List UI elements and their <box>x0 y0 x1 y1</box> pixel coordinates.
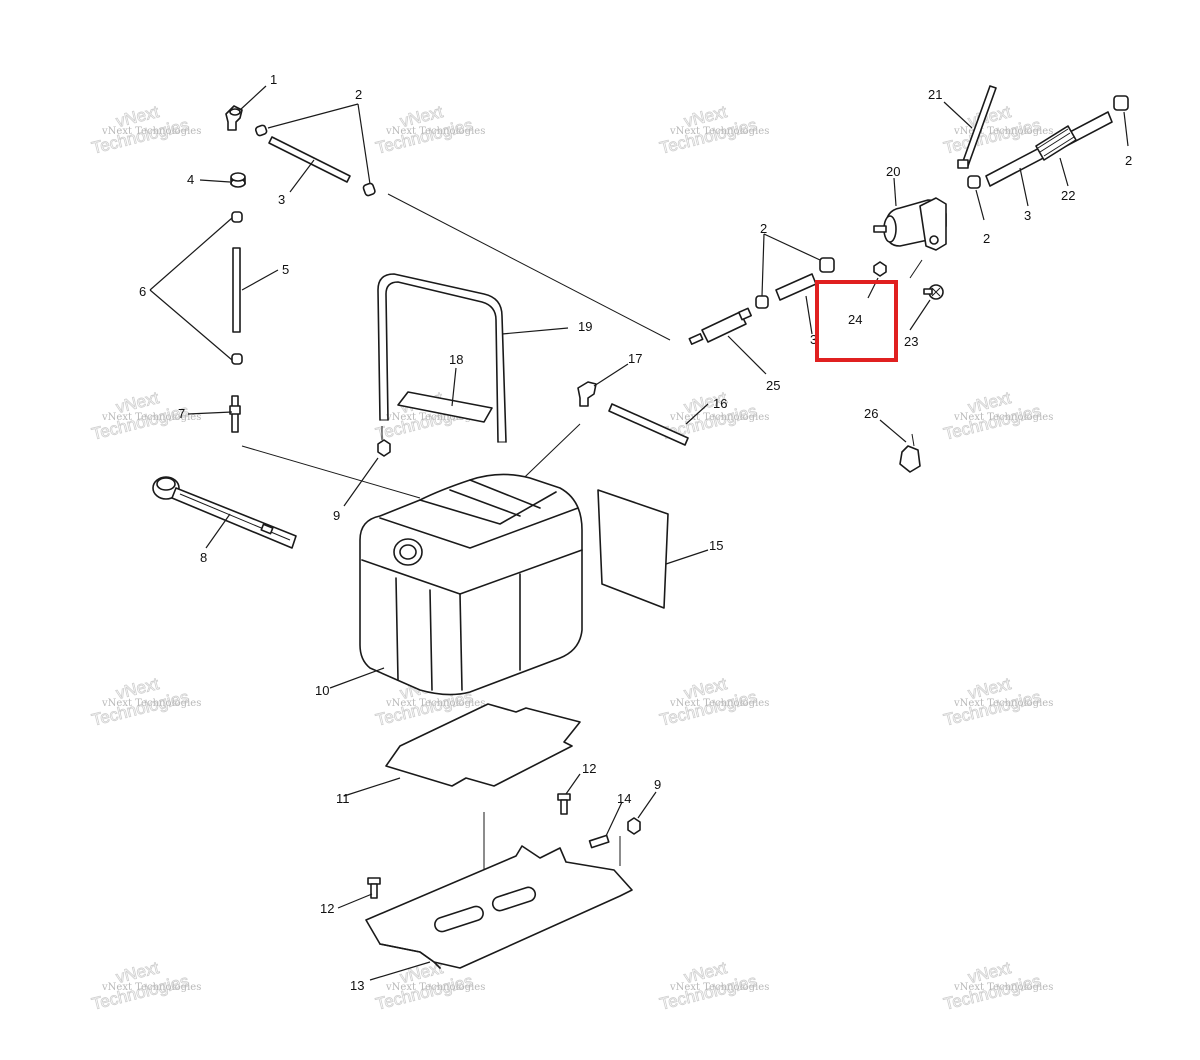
part-12-bolt <box>367 793 571 899</box>
callout-2: 2 <box>355 87 362 102</box>
watermark-text: vNext Technologies <box>385 412 485 423</box>
part-2-clamp <box>254 124 376 197</box>
part-22-sleeve <box>1035 125 1077 161</box>
part-9-nut <box>377 426 391 457</box>
watermark-text: vNext Technologies <box>669 698 769 709</box>
watermark-text: vNext Technologies <box>953 126 1053 137</box>
watermark-text: vNext Technologies <box>669 126 769 137</box>
part-4-grommet <box>230 172 246 188</box>
watermark-text: vNext Technologies <box>101 126 201 137</box>
callout-13: 13 <box>350 978 364 993</box>
part-24-nut <box>873 261 887 277</box>
watermark-text: vNext Technologies <box>385 126 485 137</box>
callout-26: 26 <box>864 406 878 421</box>
callout-23: 23 <box>904 334 918 349</box>
callout-22: 22 <box>1061 188 1075 203</box>
part-2-clamp-right <box>755 95 1129 309</box>
callout-1: 1 <box>270 72 277 87</box>
part-18-pad <box>397 391 493 423</box>
part-25-inline-filter <box>688 307 752 345</box>
callout-7: 7 <box>178 406 185 421</box>
part-3-hose <box>268 136 351 183</box>
callout-3: 3 <box>278 192 285 207</box>
callout-4: 4 <box>187 172 194 187</box>
callout-9: 9 <box>333 508 340 523</box>
callout-9-repeat: 9 <box>654 777 661 792</box>
part-7-fitting <box>229 395 241 433</box>
part-13-skid-plate <box>365 845 633 969</box>
part-11-gasket <box>385 703 581 787</box>
watermark-text: vNext Technologies <box>669 982 769 993</box>
part-6-cap <box>231 211 243 365</box>
callout-6: 6 <box>139 284 146 299</box>
watermark-text: vNext Technologies <box>101 412 201 423</box>
part-19-strap <box>377 273 507 443</box>
callout-12: 12 <box>582 761 596 776</box>
part-21-vent-rod <box>957 85 997 169</box>
callout-11: 11 <box>336 791 350 806</box>
part-15-pad <box>597 489 669 609</box>
highlight-box <box>815 280 898 362</box>
part-14-bolt <box>588 834 610 849</box>
part-10-fuel-tank <box>359 473 583 696</box>
callout-14: 14 <box>617 791 631 806</box>
watermark-text: vNext Technologies <box>953 982 1053 993</box>
part-26-clip <box>899 433 921 473</box>
callout-15: 15 <box>709 538 723 553</box>
callout-17: 17 <box>628 351 642 366</box>
watermark-text: vNext Technologies <box>953 412 1053 423</box>
callout-16: 16 <box>713 396 727 411</box>
callout-8: 8 <box>200 550 207 565</box>
part-9-nut-lower <box>627 817 641 835</box>
callout-2-repeat-a: 2 <box>760 221 767 236</box>
watermark-text: vNext Technologies <box>953 698 1053 709</box>
part-8-fuel-sender <box>152 476 297 549</box>
watermark-text: vNext Technologies <box>385 698 485 709</box>
callout-3-repeat-b: 3 <box>810 332 817 347</box>
part-16-hose <box>608 403 689 446</box>
callout-2-repeat-c: 2 <box>1125 153 1132 168</box>
part-1-elbow-fitting <box>225 105 243 131</box>
callout-25: 25 <box>766 378 780 393</box>
callout-19: 19 <box>578 319 592 334</box>
callout-3-repeat-a: 3 <box>1024 208 1031 223</box>
callout-21: 21 <box>928 87 942 102</box>
part-5-hose <box>232 247 241 333</box>
callout-labels: 1 2 3 4 5 6 7 8 9 10 11 12 13 14 15 16 1… <box>139 72 1132 993</box>
part-17-elbow <box>577 381 597 407</box>
watermark-text: vNext Technologies <box>101 698 201 709</box>
callout-2-repeat-b: 2 <box>983 231 990 246</box>
part-23-screw <box>923 284 944 300</box>
callout-24: 24 <box>848 312 862 327</box>
callout-20: 20 <box>886 164 900 179</box>
callout-10: 10 <box>315 683 329 698</box>
callout-5: 5 <box>282 262 289 277</box>
part-20-fuel-pump <box>873 197 947 251</box>
watermark-text: vNext Technologies <box>101 982 201 993</box>
leader-lines <box>149 85 1129 981</box>
watermark-text: vNext Technologies <box>385 982 485 993</box>
callout-12-repeat: 12 <box>320 901 334 916</box>
callout-18: 18 <box>449 352 463 367</box>
watermark-text: vNext Technologies <box>669 412 769 423</box>
